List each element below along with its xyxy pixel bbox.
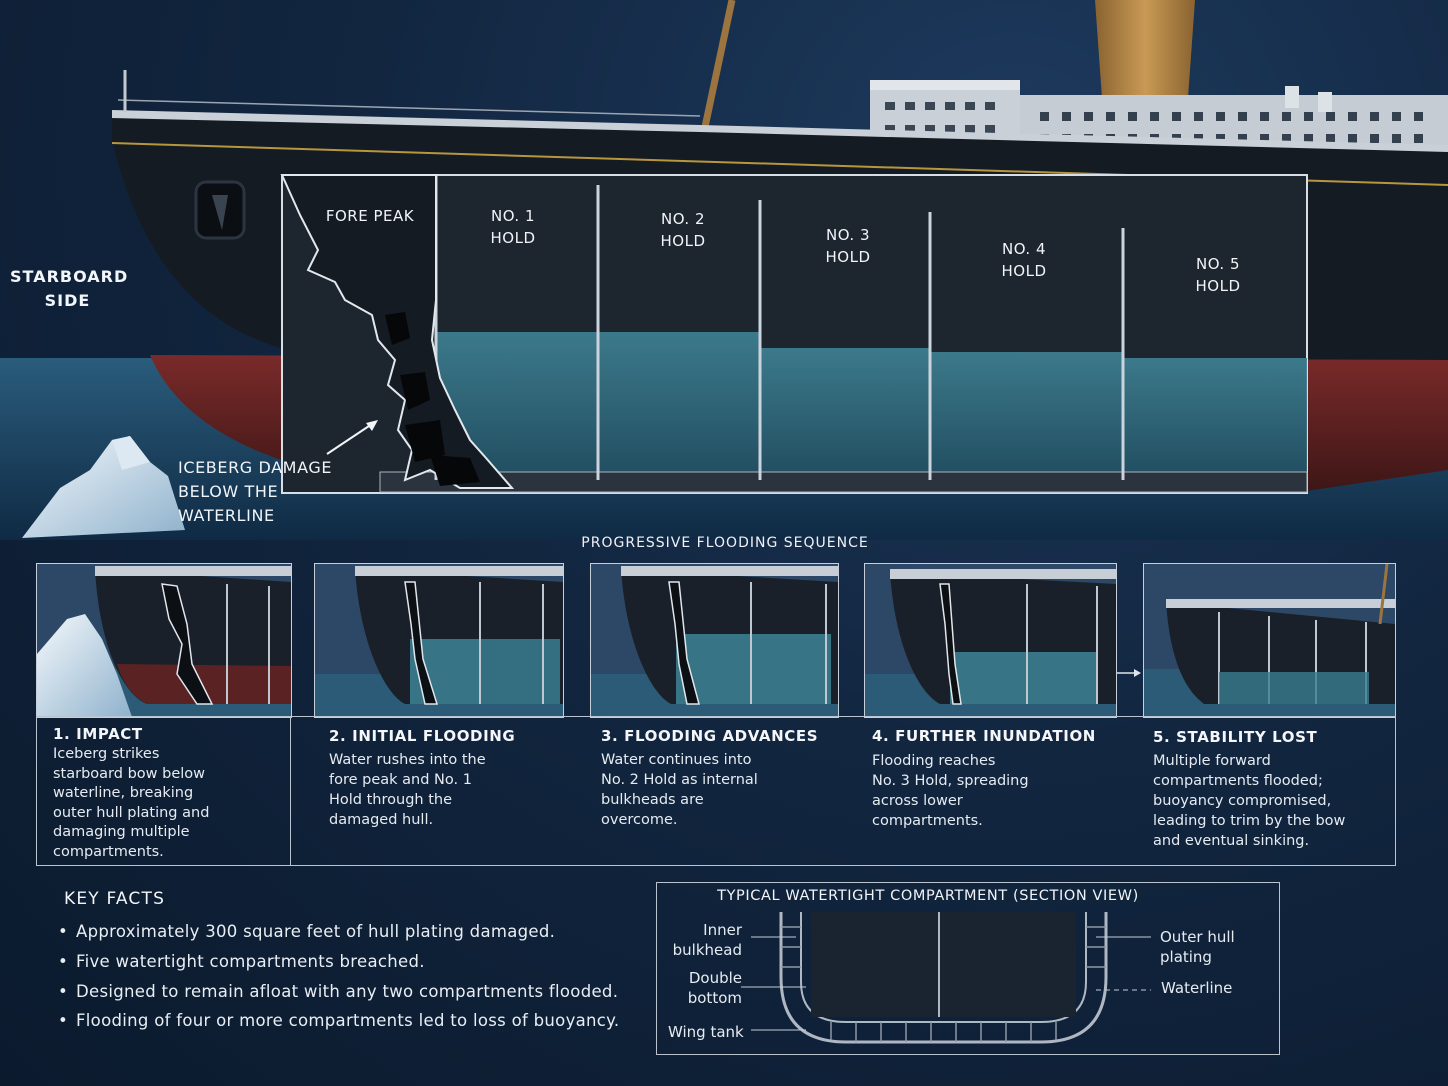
- step-4-title: 4. FURTHER INUNDATION: [872, 727, 1096, 745]
- starboard-side-label: STARBOARD SIDE: [10, 267, 129, 310]
- section-view-title: TYPICAL WATERTIGHT COMPARTMENT (SECTION …: [717, 888, 1139, 904]
- funnel: [1095, 0, 1195, 98]
- ship-cutaway-illustration: [0, 0, 1448, 540]
- step-1-thumbnail: [36, 563, 292, 718]
- key-facts-title: KEY FACTS: [64, 889, 166, 909]
- step-3-thumbnail: [590, 563, 839, 718]
- step-3-description: Water continues into No. 2 Hold as inter…: [601, 752, 758, 828]
- step-2-thumbnail: [314, 563, 564, 718]
- compartment-section-diagram: [741, 912, 1151, 1044]
- inner-bulkhead-label: Inner bulkhead: [672, 921, 742, 959]
- compartment-label-hold-1: NO. 1 HOLD: [490, 207, 536, 247]
- flood-water-hold-5: [1123, 358, 1307, 472]
- compartment-label-hold-3: NO. 3 HOLD: [825, 226, 871, 266]
- compartment-label-hold-2: NO. 2 HOLD: [660, 210, 706, 250]
- wing-tank-label: Wing tank: [668, 1023, 744, 1041]
- double-bottom-label: Double bottom: [687, 969, 742, 1007]
- key-fact-item: Flooding of four or more compartments le…: [58, 1006, 619, 1036]
- compartment-label-fore-peak: FORE PEAK: [325, 207, 415, 225]
- step-5-thumbnail: [1143, 563, 1396, 718]
- compartment-label-hold-5: NO. 5 HOLD: [1195, 255, 1241, 295]
- anchor-icon: [194, 180, 246, 240]
- step-2-title: 2. INITIAL FLOODING: [329, 727, 516, 745]
- flood-water-hold-4: [930, 352, 1123, 472]
- step-5-title: 5. STABILITY LOST: [1153, 728, 1318, 746]
- step-3-title: 3. FLOODING ADVANCES: [601, 727, 819, 745]
- step-1-divider: [290, 716, 291, 865]
- double-bottom: [379, 471, 1308, 493]
- step-2-description: Water rushes into the fore peak and No. …: [329, 752, 486, 828]
- key-fact-item: Approximately 300 square feet of hull pl…: [58, 917, 619, 947]
- outer-hull-label: Outer hull plating: [1160, 928, 1235, 966]
- iceberg-damage-label: ICEBERG DAMAGE BELOW THE WATERLINE: [178, 458, 333, 525]
- compartment-label-hold-4: NO. 4 HOLD: [1001, 240, 1047, 280]
- sequence-text-box: [36, 716, 1396, 866]
- sequence-arrow-icon: [1117, 669, 1141, 677]
- step-1-title: 1. IMPACT: [53, 725, 143, 743]
- section-view-box: [656, 882, 1280, 1055]
- flood-water-hold-3: [760, 348, 930, 472]
- step-4-description: Flooding reaches No. 3 Hold, spreading a…: [872, 753, 1029, 829]
- key-fact-item: Designed to remain afloat with any two c…: [58, 977, 619, 1007]
- step-4-thumbnail: [864, 563, 1117, 718]
- key-facts-list: Approximately 300 square feet of hull pl…: [58, 917, 619, 1036]
- key-fact-item: Five watertight compartments breached.: [58, 947, 619, 977]
- step-5-description: Multiple forward compartments flooded; b…: [1153, 753, 1346, 849]
- step-1-description: Iceberg strikes starboard bow below wate…: [53, 746, 210, 860]
- waterline-label: Waterline: [1161, 979, 1233, 997]
- hull-breach-holes: [385, 312, 480, 486]
- sequence-title: PROGRESSIVE FLOODING SEQUENCE: [581, 535, 869, 551]
- flood-water-hold-2: [598, 332, 760, 472]
- forecastle-deck: [112, 110, 1448, 152]
- damage-pointer-arrow: [326, 423, 373, 455]
